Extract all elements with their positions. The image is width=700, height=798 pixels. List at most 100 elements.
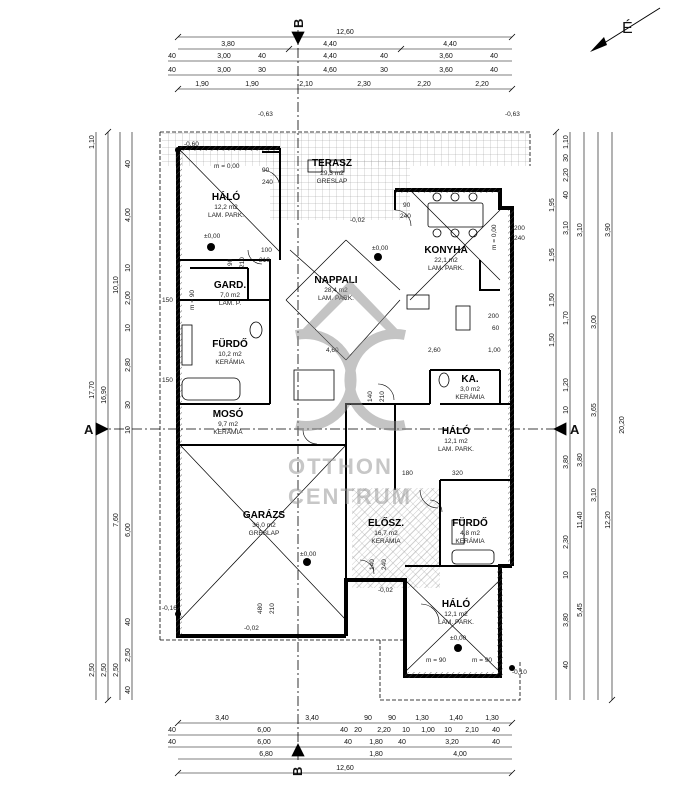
axis-a-right: A — [570, 422, 580, 437]
dim-right-d-10: 1,20 — [563, 378, 570, 392]
room-area: 16,7 m2 — [374, 530, 398, 537]
room-halo1: HÁLÓ 12,2 m2 LAM. PARK. — [208, 190, 244, 219]
top-dimensions: 12,60 3,80 4,40 4,40 40 3,00 40 4,40 40 … — [168, 29, 498, 88]
room-name: KA. — [461, 374, 478, 385]
dim-top-r4-4: 2,20 — [417, 81, 431, 88]
dim-right-d-5: 3,10 — [563, 221, 570, 235]
room-name: GARÁZS — [243, 508, 286, 521]
dim-right-m-4: 3,10 — [591, 488, 598, 502]
dim-right-m-2: 3,00 — [591, 315, 598, 329]
open-210c: 210 — [379, 391, 386, 402]
dim-bot-r2-3: 20 — [354, 727, 362, 734]
dim-top-r1-2: 4,40 — [443, 41, 457, 48]
dim-top-r4-3: 2,30 — [357, 81, 371, 88]
dim-right-d-7: 1,50 — [549, 293, 556, 307]
dim-left-d-10: 2,50 — [125, 648, 132, 662]
dim-bot-r4-1: 1,80 — [369, 751, 383, 758]
level-l000-garazs: ±0,00 — [300, 551, 317, 558]
dim-top-r4-1: 1,90 — [245, 81, 259, 88]
open-180: 180 — [402, 470, 413, 477]
dim-top-r3-1: 3,00 — [217, 67, 231, 74]
room-area: 29,3 m2 — [320, 170, 344, 177]
elosz-tiling — [352, 488, 440, 588]
dim-right-d-15: 3,80 — [563, 613, 570, 627]
room-halo2: HÁLÓ 12,1 m2 LAM. PARK. — [438, 424, 474, 453]
room-area: 4,8 m2 — [460, 530, 480, 537]
dim-right-d-0: 1,10 — [563, 135, 570, 149]
open-210b: 210 — [239, 257, 246, 268]
open-240d: 240 — [381, 559, 388, 570]
axis-b-bottom: B — [290, 767, 305, 776]
dimension-ticks — [104, 33, 616, 777]
dim-bot-r2-7: 10 — [444, 727, 452, 734]
dim-bot-r1-5: 1,40 — [449, 715, 463, 722]
dim-right-m-1: 3,90 — [605, 223, 612, 237]
dim-top-r2-1: 3,00 — [217, 53, 231, 60]
axis-a-left: A — [84, 422, 94, 437]
dim-bot-r1-6: 1,30 — [485, 715, 499, 722]
dim-bot-r2-4: 2,20 — [377, 727, 391, 734]
room-name: HÁLÓ — [442, 597, 471, 610]
watermark-line2: CENTRUM — [288, 484, 412, 509]
room-name: TERASZ — [312, 158, 352, 169]
dim-top-r2-5: 3,60 — [439, 53, 453, 60]
level-l000-nappali: ±0,00 — [372, 245, 389, 252]
room-furdo2: FÜRDŐ 4,8 m2 KERÁMIA — [452, 516, 488, 545]
dim-left-d-0: 40 — [125, 160, 132, 168]
dim-top-r1-0: 3,80 — [221, 41, 235, 48]
open-140b: 140 — [369, 559, 376, 570]
level-texts: -0,63 -0,63 -0,60 m = 0,00 ±0,00 ±0,00 m… — [162, 111, 527, 676]
dim-bot-r4-0: 6,80 — [259, 751, 273, 758]
dim-right-d-9: 1,50 — [549, 333, 556, 347]
dim-left-o-0: 1,10 — [89, 135, 96, 149]
dim-top-r2-2: 40 — [258, 53, 266, 60]
dim-bot-r4-2: 4,00 — [453, 751, 467, 758]
open-150b: 150 — [162, 377, 173, 384]
room-halo3: HÁLÓ 12,1 m2 LAM. PARK. — [438, 597, 474, 626]
dim-left-o-2: 2,50 — [89, 663, 96, 677]
room-area: 36,0 m2 — [252, 522, 276, 529]
dim-right-i-1: 3,10 — [577, 223, 584, 237]
level-m002-terasz: -0,02 — [350, 217, 365, 224]
level-markers — [175, 147, 515, 671]
level-m016: -0,16 — [162, 605, 177, 612]
room-name: GARD. — [214, 280, 246, 291]
room-finish: GRESLAP — [249, 530, 280, 537]
open-260: 2,60 — [428, 347, 441, 354]
watermark-line1: OTTHON — [288, 454, 393, 479]
open-m90a: m = 90 — [189, 290, 196, 310]
dim-top-r3-5: 3,60 — [439, 67, 453, 74]
room-area: 9,7 m2 — [218, 421, 238, 428]
open-320: 320 — [452, 470, 463, 477]
open-60: 60 — [492, 325, 500, 332]
room-finish: KERÁMIA — [371, 536, 401, 545]
dim-left-o-1: 17,70 — [89, 381, 96, 399]
level-m000-halo: m = 0,00 — [214, 163, 240, 170]
room-finish: KERÁMIA — [455, 536, 485, 545]
open-90b: 90 — [403, 202, 411, 209]
dim-top-r2-0: 40 — [168, 53, 176, 60]
open-150a: 150 — [162, 297, 173, 304]
room-finish: LAM. P. — [219, 300, 241, 307]
room-finish: GRESLAP — [317, 178, 348, 185]
dim-top-r1-1: 4,40 — [323, 41, 337, 48]
dim-left-i-2: 2,50 — [113, 663, 120, 677]
dim-bot-r1-1: 3,40 — [305, 715, 319, 722]
room-finish: KERÁMIA — [215, 357, 245, 366]
open-210d: 210 — [269, 603, 276, 614]
open-480: 480 — [257, 603, 264, 614]
dim-left-d-4: 10 — [125, 324, 132, 332]
room-finish: LAM. PARK. — [428, 265, 464, 272]
dim-bot-r3-1: 6,00 — [257, 739, 271, 746]
dim-top-r3-2: 30 — [258, 67, 266, 74]
open-460: 4,60 — [326, 347, 339, 354]
dim-left-d-6: 30 — [125, 401, 132, 409]
room-elosz: ELŐSZ. 16,7 m2 KERÁMIA — [368, 516, 404, 545]
room-name: ELŐSZ. — [368, 516, 404, 529]
room-area: 7,0 m2 — [220, 292, 240, 299]
dim-bot-r1-2: 90 — [364, 715, 372, 722]
dim-top-r3-4: 30 — [380, 67, 388, 74]
level-m002-elosz: -0,02 — [378, 587, 393, 594]
level-corner-tl: -0,60 — [184, 141, 199, 148]
watermark-logo — [294, 280, 407, 431]
